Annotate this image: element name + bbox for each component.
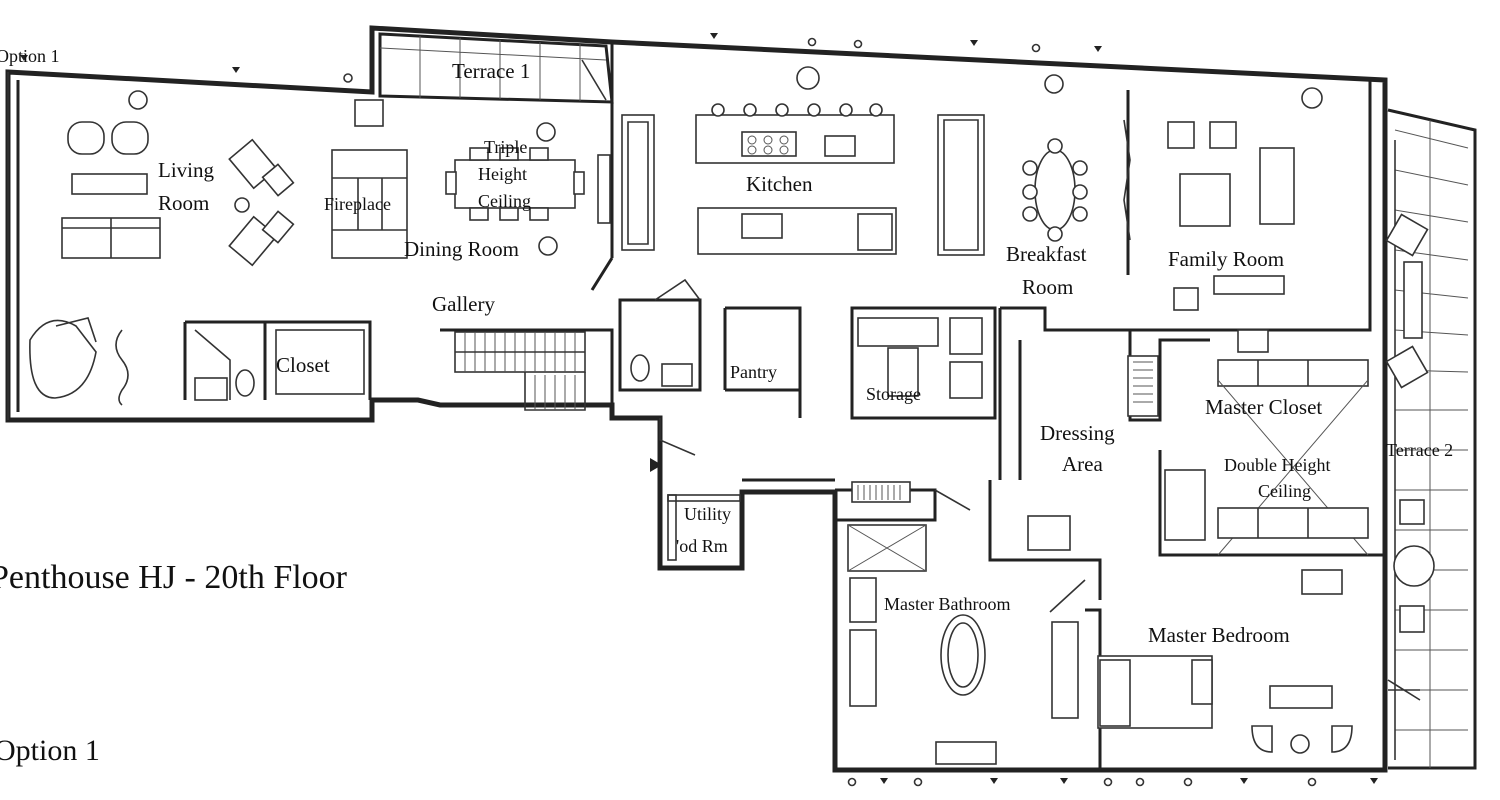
window-markers [20,33,1378,787]
label-family-room: Family Room [1168,247,1284,271]
interior-walls [183,42,1385,770]
label-double-height-1: Double Height [1224,455,1330,475]
fireplace-dining-furniture [331,122,611,259]
gallery-stairs [454,331,586,411]
label-double-height-2: Ceiling [1258,481,1311,501]
breakfast-family-furniture [1022,74,1323,353]
label-master-bathroom: Master Bathroom [884,594,1010,614]
label-living-room-2: Room [158,191,209,215]
label-utility-2: 'od Rm [676,536,728,556]
label-terrace-1: Terrace 1 [452,59,530,83]
label-terrace-2: Terrace 2 [1386,440,1453,460]
label-pantry: Pantry [730,362,777,382]
label-living-room-1: Living [158,158,214,182]
label-kitchen: Kitchen [746,172,813,196]
label-triple-height-2: Height [478,164,527,184]
plan-title: Penthouse HJ - 20th Floor [0,559,348,596]
living-room-furniture [29,73,384,406]
room-labels: Terrace 1 Living Room Fireplace Triple H… [158,59,1453,647]
label-master-closet: Master Closet [1205,395,1322,419]
utility-room-furniture [667,494,741,561]
label-breakfast-room-1: Breakfast [1006,242,1087,266]
label-storage: Storage [866,384,921,404]
label-utility-1: Utility [684,504,731,524]
kitchen-furniture [621,66,985,256]
label-triple-height-3: Ceiling [478,191,531,211]
label-master-bedroom: Master Bedroom [1148,623,1290,647]
label-dining-room: Dining Room [404,237,519,261]
label-closet: Closet [276,353,330,377]
label-fireplace: Fireplace [324,194,391,214]
closet-bath-furniture [194,317,1369,595]
label-breakfast-room-2: Room [1022,275,1073,299]
plan-title-block: Penthouse HJ - 20th Floor Option 1 Optio… [0,46,348,767]
terrace-2-furniture [1385,213,1435,701]
label-gallery: Gallery [432,292,495,316]
master-suite-furniture [847,481,1353,765]
plan-option-corner: Option 1 [0,46,60,66]
label-dressing-area-1: Dressing [1040,421,1115,445]
label-triple-height-1: Triple [484,137,527,157]
plan-option: Option 1 [0,734,100,767]
label-dressing-area-2: Area [1062,452,1103,476]
